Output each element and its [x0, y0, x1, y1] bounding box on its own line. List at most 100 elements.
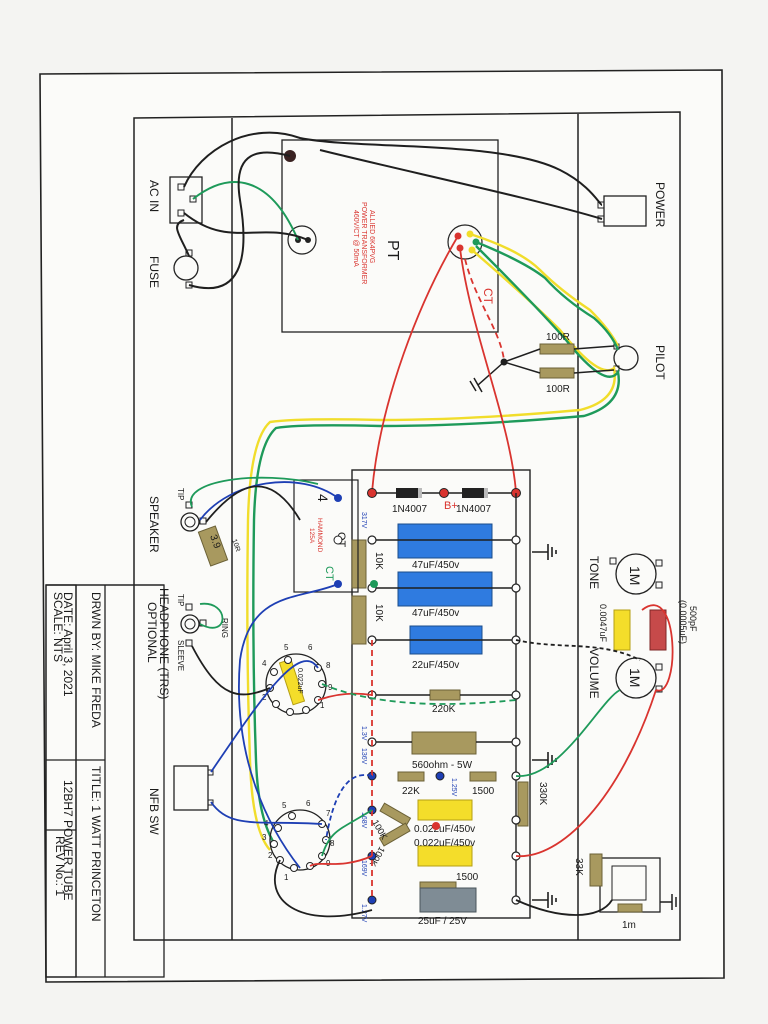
ac-in-label: AC IN [147, 180, 161, 212]
title-name-line2: 12BH7 POWER TUBE [61, 780, 75, 900]
ot-brand: HAMMOND [316, 518, 323, 553]
nfb-label: NFB SW [147, 788, 161, 835]
v168: 168V [360, 812, 367, 829]
socket1-pin6: 6 [308, 643, 313, 652]
ot-model: 125A [308, 528, 315, 544]
headphone-optional: OPTIONAL [145, 602, 159, 663]
pilot-resistors: 100R 100R [469, 332, 615, 395]
socket2-pin8: 8 [330, 839, 335, 848]
title-scale: SCALE: NTS [51, 592, 65, 662]
volume-label: VOLUME [587, 648, 601, 699]
socket2-pin2: 2 [268, 851, 273, 860]
bplus-label: B+ [444, 500, 458, 512]
headphone-jack: HEADPHONE (TRS) OPTIONAL TIP RING SLEEVE [145, 588, 229, 699]
socket1-pin5: 5 [284, 643, 289, 652]
r10k-a-label: 10K [373, 552, 384, 570]
ot-ct-label: CT [323, 566, 335, 581]
tone-label: TONE [587, 556, 601, 589]
r10k-b-label: 10K [373, 604, 384, 622]
v13: 1.3V [360, 726, 367, 741]
r330k-label: 330K [537, 782, 548, 806]
tube-socket-power: 0.022uF 1 2 4 5 6 8 9 [262, 643, 333, 716]
r3-9-label: 3.9 [207, 533, 222, 550]
speaker-tip: TIP [176, 488, 185, 500]
title-rev: REV No.: 1 [53, 836, 67, 896]
r100-a-label: 100R [546, 332, 570, 343]
voltage-labels: 317V 136V 1.3V 168V 169V 1.27V 1.25V [360, 512, 457, 923]
title-block: DRWN BY: MIKE FREDA DATE: April 3, 2021 … [45, 584, 165, 978]
input-jack: 33K 1m [573, 853, 677, 931]
r10r-label: 10R [230, 538, 241, 552]
pt-desc-3: 460V/CT @ 50mA [352, 210, 359, 267]
pilot-label: PILOT [653, 345, 667, 380]
socket2-pin5: 5 [282, 801, 287, 810]
socket1-pin8: 8 [326, 661, 331, 670]
r1500b-label: 1500 [456, 872, 479, 883]
nfb-switch: NFB SW [147, 765, 214, 835]
cap6-label: 25uF / 25V [418, 916, 467, 927]
output-transformer: OT HAMMOND 125A 4 CT [293, 479, 378, 593]
socket2-pin3: 3 [262, 833, 267, 842]
tone-cap-label: 0.0047uF [598, 604, 608, 643]
socket1-pin1: 1 [320, 701, 325, 710]
chassis-outline [133, 111, 681, 941]
v169: 169V [360, 860, 367, 877]
r33k-label: 33K [573, 858, 584, 876]
title-drawn-by: DRWN BY: MIKE FREDA [89, 592, 103, 728]
wires-hv: CT [371, 235, 517, 493]
tube-socket-preamp: 3 4 5 6 7 8 9 2 1 [262, 799, 335, 882]
v127: 1.27V [360, 904, 367, 923]
v317: 317V [360, 512, 367, 529]
socket1-cap-label: 0.022uF [296, 668, 303, 694]
power-label: POWER [653, 182, 667, 228]
pt-ct-label: CT [481, 288, 495, 305]
socket1-pin9: 9 [328, 683, 333, 692]
r1500a-label: 1500 [472, 786, 495, 797]
ot-num: 4 [315, 494, 331, 502]
v125: 1.25V [450, 778, 457, 797]
headphone-label: HEADPHONE (TRS) [157, 588, 171, 699]
title-name-line1: TITLE: 1 WATT PRINCETON [89, 766, 103, 922]
tone-pot-value: 1M [627, 566, 643, 585]
wires-signal [189, 476, 674, 918]
headphone-sleeve: SLEEVE [176, 640, 185, 671]
diode1-label: 1N4007 [392, 504, 427, 515]
cap4-label: 0.022uF/450v [414, 824, 475, 835]
socket2-pin1: 1 [284, 873, 289, 882]
cap1-label: 47uF/450v [412, 560, 459, 571]
cap5-label: 0.022uF/450v [414, 838, 475, 849]
r220k-label: 220K [432, 704, 456, 715]
headphone-tip: TIP [176, 594, 185, 606]
speaker-label: SPEAKER [147, 496, 161, 553]
tone-cap-r1: 500pF [688, 606, 698, 632]
tone-cap-r2: (0.0005uF) [678, 600, 688, 644]
cap2-label: 47uF/450v [412, 608, 459, 619]
diode2-label: 1N4007 [456, 504, 491, 515]
volume-pot-value: 1M [627, 668, 643, 687]
cap3-label: 22uF/450v [412, 660, 459, 671]
pt-desc-2: POWER TRANSFORMER [360, 202, 367, 284]
ac-inlet: AC IN [147, 176, 203, 224]
title-date: DATE: April 3, 2021 [61, 592, 75, 697]
v136: 136V [360, 748, 367, 765]
fuse-holder: FUSE [147, 249, 199, 289]
pt-desc-1: ALLIED 6K4PVG [368, 210, 375, 263]
headphone-ring: RING [220, 618, 229, 638]
tone-pot: 1M TONE 0.0047uF 500pF (0.0005uF) [587, 553, 698, 651]
r560-label: 560ohm - 5W [412, 760, 473, 771]
sheet-border [39, 69, 725, 983]
r22k-label: 22K [402, 786, 420, 797]
volume-pot: 1M VOLUME [587, 648, 663, 699]
socket2-pin6: 6 [306, 799, 311, 808]
r100-b-label: 100R [546, 384, 570, 395]
wires-ac [176, 131, 603, 290]
fuse-label: FUSE [147, 256, 161, 288]
turret-board: 1N4007 1N4007 B+ 47uF/450v 47uF/450v 22u… [351, 469, 548, 927]
r1m-label: 1m [622, 920, 636, 931]
socket2-pin7: 7 [326, 809, 331, 818]
ground-symbols [532, 544, 557, 908]
wires-heater [246, 232, 620, 851]
socket1-pin4: 4 [262, 659, 267, 668]
power-switch: POWER [597, 182, 667, 228]
